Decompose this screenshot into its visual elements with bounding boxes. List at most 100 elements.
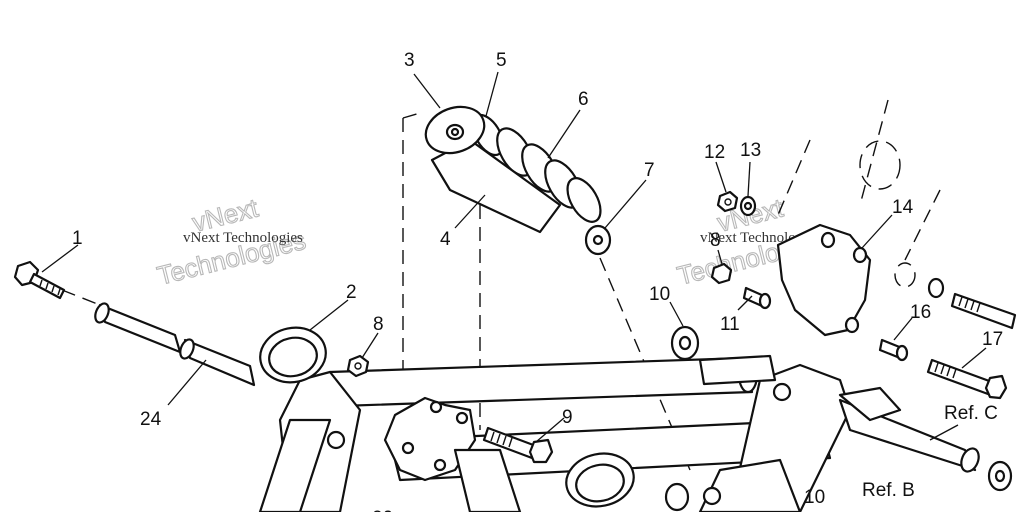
callout-24: 24 xyxy=(140,409,162,430)
leader-3 xyxy=(413,73,441,109)
bracket-hole-3 xyxy=(433,458,447,472)
callout-4: 4 xyxy=(440,229,451,250)
callout-3: 3 xyxy=(404,50,415,71)
leader-2 xyxy=(309,299,349,331)
bolt-17-head xyxy=(984,374,1008,400)
ref-c-label: Ref. C xyxy=(944,403,998,424)
shock-top-bushing-hole xyxy=(450,127,460,137)
nut-12 xyxy=(716,190,739,213)
leader-10 xyxy=(669,301,684,327)
callout-13: 13 xyxy=(740,140,761,161)
upper-stub xyxy=(698,354,777,386)
collar-2-inner xyxy=(268,336,318,378)
callout-6: 6 xyxy=(578,89,589,110)
dash-line-bolt1 xyxy=(61,289,101,306)
nut-8-left-hole xyxy=(354,362,362,370)
spacer-24-upper xyxy=(98,303,182,354)
leader-6 xyxy=(547,109,581,159)
bracket-hole-2 xyxy=(455,411,469,425)
dash-line-shock-top xyxy=(402,112,421,119)
leader-9 xyxy=(535,417,565,443)
lower-collar-inner xyxy=(575,463,625,503)
bracket-hole-1 xyxy=(429,400,443,414)
leader-7 xyxy=(604,179,647,229)
callout-20: 20 xyxy=(372,508,393,512)
spring-coil-5 xyxy=(566,177,602,223)
callout-10-lower: 10 xyxy=(804,487,825,508)
callout-9: 9 xyxy=(562,407,573,428)
cross-tube-upper xyxy=(328,356,754,408)
ref-b-label: Ref. B xyxy=(862,480,915,501)
mid-arm-plate xyxy=(453,448,522,512)
spacer-24-upper-end xyxy=(94,302,110,324)
bushing-11-end xyxy=(758,292,772,310)
axle-ref-c-end xyxy=(960,447,980,473)
callout-8-right: 8 xyxy=(710,230,721,251)
bolt-1-thread xyxy=(39,279,61,296)
shock-absorber xyxy=(424,105,612,256)
hardware xyxy=(346,140,1017,512)
dash-line-upper-right-3 xyxy=(904,189,941,261)
ghost-washer xyxy=(894,262,916,288)
axle-ref-c-collar xyxy=(838,386,902,422)
washer-right xyxy=(927,277,945,299)
shock-bottom-eye-hole xyxy=(592,234,604,246)
callout-7: 7 xyxy=(644,160,655,181)
right-arm-hole-2 xyxy=(702,486,722,506)
callout-11: 11 xyxy=(720,314,740,335)
bracket-14-hole-3 xyxy=(820,231,836,249)
bolt-right-upper-thread xyxy=(958,296,981,313)
bracket-14 xyxy=(776,223,872,337)
callout-2: 2 xyxy=(346,282,357,303)
leader-14 xyxy=(861,214,893,249)
bracket-14-hole-1 xyxy=(852,246,868,264)
leader-lines xyxy=(41,71,987,443)
nut-8-right xyxy=(710,262,733,285)
leader-8-right xyxy=(717,249,723,265)
washer-10-hole xyxy=(678,335,692,351)
callout-12: 12 xyxy=(704,142,725,163)
left-arm-lower xyxy=(258,418,332,512)
watermark-left: vNext Technologies vNext Technologies xyxy=(154,192,310,291)
callout-labels: 1 2 3 4 5 6 7 8 8 9 10 10 11 12 13 14 16… xyxy=(72,50,1003,512)
leader-11 xyxy=(737,295,753,311)
spacer-24-lower-end xyxy=(179,338,195,360)
washer-ref-c-hole xyxy=(994,469,1006,483)
callout-8-left: 8 xyxy=(373,314,384,335)
leader-16 xyxy=(893,317,913,341)
spacer-top-right xyxy=(859,140,901,190)
bushing-16-end xyxy=(895,344,909,362)
bolt-9-head xyxy=(528,438,554,464)
callout-5: 5 xyxy=(496,50,507,71)
bracket-14-hole-2 xyxy=(844,316,860,334)
callout-16: 16 xyxy=(910,302,931,323)
nut-8-left xyxy=(346,354,370,378)
dash-line-upper-right-2 xyxy=(777,139,811,216)
leader-8-left xyxy=(361,332,379,359)
dash-line-upper-right xyxy=(859,99,889,206)
leader-12 xyxy=(715,161,727,193)
callout-14: 14 xyxy=(892,197,914,218)
spacer-24-lower xyxy=(183,338,256,387)
callout-10-upper: 10 xyxy=(649,284,670,305)
spacer-24 xyxy=(94,302,256,387)
left-arm-hole xyxy=(326,430,346,450)
leader-1 xyxy=(41,244,79,273)
leader-13 xyxy=(747,161,751,197)
nut-12-hole xyxy=(724,198,732,206)
washer-10-lower xyxy=(664,482,690,512)
bolt-1 xyxy=(13,260,66,300)
leader-24 xyxy=(167,359,207,406)
watermark-left-small: vNext Technologies xyxy=(183,230,303,246)
leader-ref-c xyxy=(929,424,959,441)
bolt-9-thread xyxy=(490,431,513,448)
callout-1: 1 xyxy=(72,228,83,249)
callout-17: 17 xyxy=(982,329,1003,350)
bracket-hole-4 xyxy=(401,441,415,455)
right-arm-hole xyxy=(772,382,792,402)
bolt-17-thread xyxy=(934,362,957,379)
washer-13-hole xyxy=(743,201,753,211)
leader-5 xyxy=(485,71,499,117)
leader-17 xyxy=(961,347,987,369)
leader-4 xyxy=(454,194,486,229)
